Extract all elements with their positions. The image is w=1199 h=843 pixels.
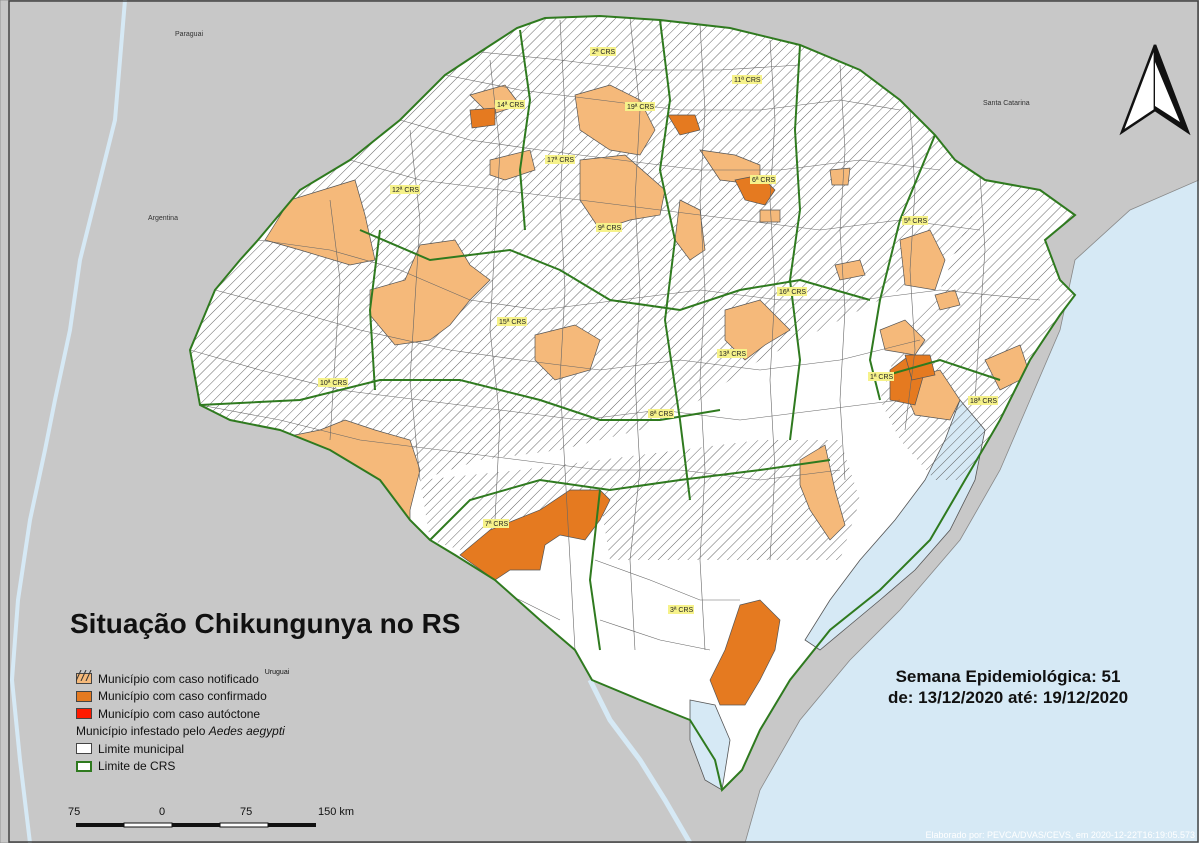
legend-label: Município com caso confirmado [98, 689, 267, 704]
scale-bar: 75 0 75 150 km [68, 806, 354, 828]
legend-label: Limite municipal [98, 741, 185, 756]
epi-week-line2: de: 13/12/2020 até: 19/12/2020 [887, 688, 1129, 707]
north-arrow-icon [1119, 44, 1191, 136]
credit-text: Elaborado por: PEVCA/DVAS/CEVS, em 2020-… [925, 830, 1196, 840]
notified-municipality [534, 324, 601, 381]
confirmed-municipality [469, 107, 496, 129]
notified-municipality [799, 444, 846, 541]
swatch-limite-crs [76, 760, 92, 772]
swatch-limite-municipal [76, 743, 92, 755]
scale-label: 75 [68, 806, 80, 818]
crs-label: 10ª CRS [320, 380, 347, 387]
crs-label: 8ª CRS [650, 411, 674, 418]
crs-label: 12ª CRS [392, 187, 419, 194]
infested-area-north [190, 16, 985, 480]
label-argentina: Argentina [148, 215, 178, 222]
label-paraguai: Paraguai [175, 31, 203, 38]
notified-municipality [369, 239, 491, 346]
legend-item-infestado: Município infestado pelo Aedes aegypti [76, 670, 289, 741]
crs-label: 9ª CRS [598, 225, 622, 232]
crs-label: 6ª CRS [752, 177, 776, 184]
notified-municipality [934, 289, 961, 311]
notified-municipality [759, 209, 781, 223]
crs-label: 18ª CRS [970, 398, 997, 405]
map-title: Situação Chikungunya no RS [70, 608, 461, 639]
crs-label: 17ª CRS [547, 157, 574, 164]
legend-item-notificado: Município com caso notificado Uruguai [76, 669, 290, 688]
confirmed-municipality [709, 599, 781, 706]
crs-label: 2ª CRS [592, 49, 616, 56]
crs-label: 1ª CRS [870, 374, 894, 381]
legend-item-confirmado: Município com caso confirmado [76, 688, 289, 706]
legend-item-limite-municipal: Limite municipal [76, 740, 289, 758]
notified-municipality [674, 199, 706, 261]
municipality-layer [190, 16, 1075, 706]
legend-item-autoctone: Município com caso autóctone [76, 705, 289, 723]
legend-label: Município com caso autóctone [98, 706, 261, 721]
swatch-hatch-icon [76, 670, 92, 681]
legend-label: Município com caso notificado [98, 671, 259, 686]
swatch-confirmado [76, 690, 92, 702]
legend-label: Limite de CRS [98, 759, 176, 774]
notified-municipality [579, 154, 666, 231]
notified-municipality [899, 229, 946, 291]
crs-label: 14ª CRS [497, 102, 524, 109]
notified-municipality [264, 179, 376, 266]
confirmed-municipality [459, 489, 611, 581]
notified-municipality [834, 259, 866, 281]
legend-label: Município infestado pelo [76, 724, 206, 739]
rs-outline [188, 14, 1077, 792]
crs-label: 5ª CRS [904, 218, 928, 225]
infested-area-center-south [420, 440, 860, 560]
river-west [9, 0, 127, 843]
crs-label: 7ª CRS [485, 521, 509, 528]
swatch-autoctone [76, 708, 92, 720]
crs-label: 15ª CRS [499, 319, 526, 326]
notified-municipality [829, 167, 851, 186]
scale-label: 0 [159, 806, 165, 818]
map-border [8, 0, 1199, 843]
scale-label: 75 [240, 806, 252, 818]
epi-week-info: Semana Epidemiológica: 51 de: 13/12/2020… [838, 666, 1178, 708]
label-santa-catarina: Santa Catarina [983, 100, 1030, 107]
crs-labels: 2ª CRS 11ª CRS 14ª CRS 19ª CRS 17ª CRS 6… [318, 47, 998, 614]
crs-label: 13ª CRS [719, 351, 746, 358]
legend: Município com caso notificado Uruguai Mu… [76, 669, 290, 776]
scale-label: 150 km [318, 806, 354, 818]
legend-item-limite-crs: Limite de CRS [76, 758, 289, 776]
confirmed-municipality [667, 114, 701, 136]
crs-label: 11ª CRS [734, 77, 761, 84]
crs-label: 16ª CRS [779, 289, 806, 296]
epi-week-line1: Semana Epidemiológica: 51 [895, 667, 1121, 686]
confirmed-municipality [904, 354, 936, 381]
river-south [587, 678, 693, 843]
crs-label: 3ª CRS [670, 607, 694, 614]
label-uruguai: Uruguai [264, 669, 290, 677]
legend-species: Aedes aegypti [208, 724, 285, 739]
crs-label: 19ª CRS [627, 104, 654, 111]
